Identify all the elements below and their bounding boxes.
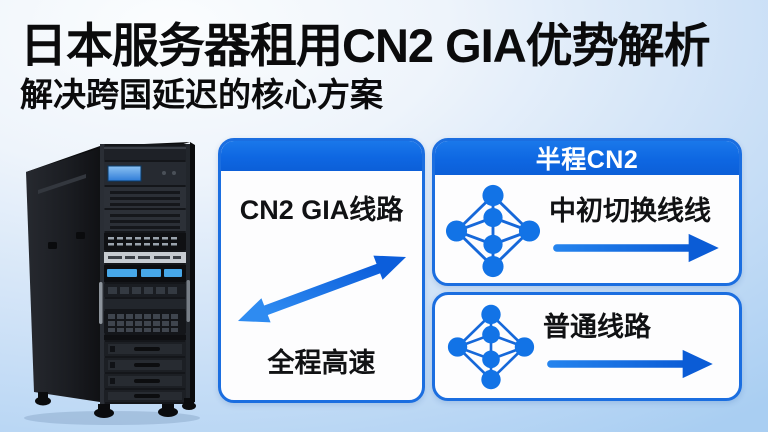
server-rack-icon	[24, 142, 200, 425]
right-arrow-icon	[547, 349, 713, 378]
cn2-gia-line-label: CN2 GIA线路	[239, 195, 404, 225]
title-block: 日本服务器租用CN2 GIA优势解析 解决跨国延迟的核心方案	[20, 18, 760, 114]
ordinary-line-row: 普通线路	[435, 295, 739, 398]
half-cn2-header-bar: 半程CN2	[435, 141, 739, 175]
ordinary-line-label: 普通线路	[543, 312, 651, 343]
left-panel-header-bar	[221, 141, 422, 171]
page-subtitle: 解决跨国延迟的核心方案	[20, 76, 383, 114]
page-title: 日本服务器租用CN2 GIA优势解析	[20, 19, 711, 72]
switch-line-label: 中初切换线线	[549, 196, 711, 227]
switch-line-row: 中初切换线线	[435, 175, 739, 283]
cn2-gia-panel: CN2 GIA线路 全程高速	[218, 138, 425, 403]
full-speed-label: 全程高速	[267, 348, 376, 378]
half-cn2-header-label: 半程CN2	[535, 146, 639, 174]
network-nodes-icon	[445, 184, 541, 277]
right-arrow-icon	[553, 233, 719, 262]
diagonal-double-arrow-icon	[237, 255, 406, 323]
ordinary-line-panel: 普通线路	[432, 292, 742, 401]
server-rack-image	[14, 132, 210, 428]
half-cn2-panel: 半程CN2 中初切换线线	[432, 138, 742, 286]
network-nodes-icon	[447, 304, 535, 389]
